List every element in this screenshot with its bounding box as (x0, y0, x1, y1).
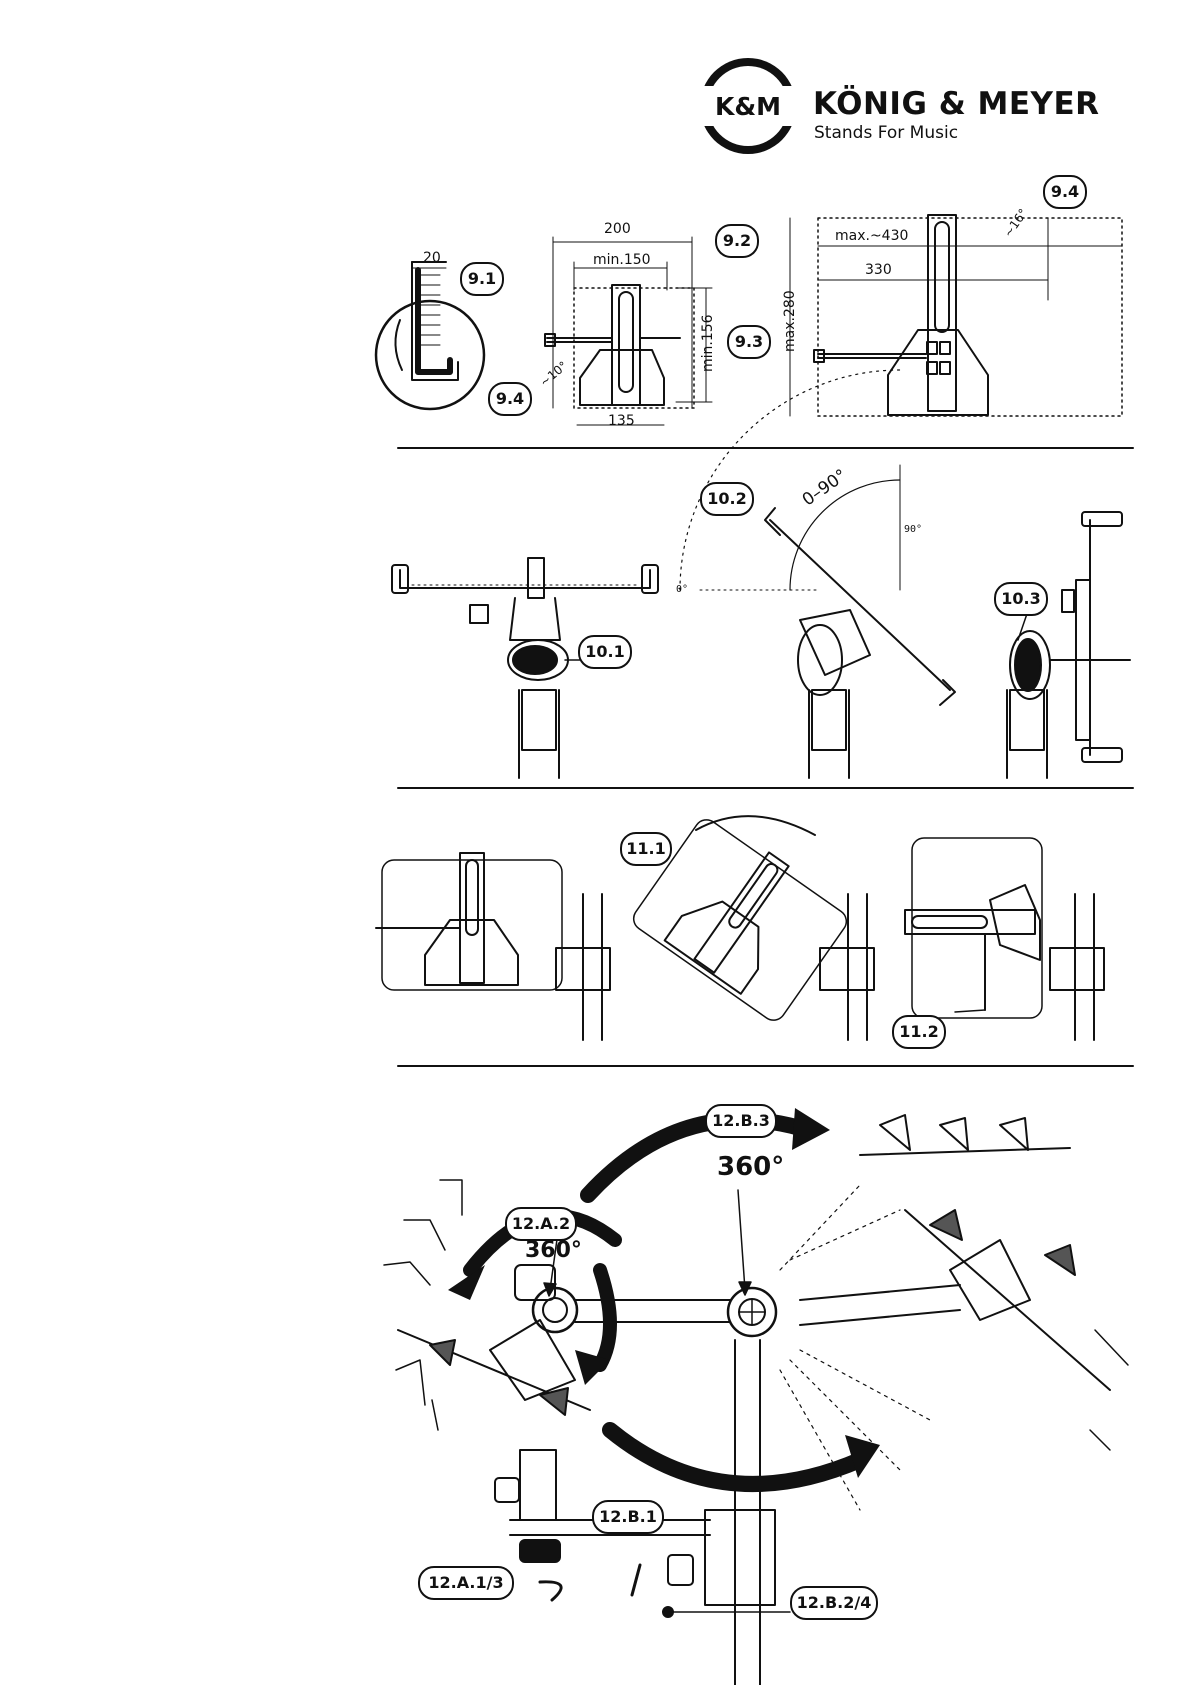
dim-max280: max.280 (782, 290, 798, 352)
rotation-360-b: 360° (525, 1238, 582, 1263)
ghost-levers (384, 1180, 1128, 1450)
callout-11-2: 11.2 (892, 1015, 946, 1049)
callout-9-1: 9.1 (460, 262, 504, 296)
callout-9-2: 9.2 (715, 224, 759, 258)
callout-12-A-2: 12.A.2 (505, 1207, 577, 1241)
callout-10-2: 10.2 (700, 482, 754, 516)
dim-330: 330 (865, 262, 892, 278)
angle-zero: 0° (676, 584, 688, 595)
callout-12-B-1: 12.B.1 (592, 1500, 664, 1534)
callout-11-1: 11.1 (620, 832, 672, 866)
callout-leaders (544, 605, 1030, 1612)
callout-12-A-1-3: 12.A.1/3 (418, 1566, 514, 1600)
holder-large-front-view (790, 215, 1122, 416)
callout-10-1: 10.1 (578, 635, 632, 669)
rotation-arrowhead (792, 1108, 830, 1150)
dim-min150: min.150 (593, 252, 651, 268)
holder-left-rotated (398, 1265, 590, 1415)
holder-vertical-view (1007, 512, 1130, 778)
dim-200: 200 (604, 221, 631, 237)
dim-20: 20 (423, 250, 441, 266)
dim-max430: max.~430 (835, 228, 908, 244)
dim-135: 135 (608, 413, 635, 429)
rotation-360-a: 360° (717, 1152, 784, 1182)
angle-ninety: 90° (904, 524, 922, 535)
dim-min156: min.156 (700, 314, 716, 372)
callout-12-B-3: 12.B.3 (705, 1104, 777, 1138)
callout-12-B-2-4: 12.B.2/4 (790, 1586, 878, 1620)
callout-9-4-left: 9.4 (488, 382, 532, 416)
tablet-landscape-view (905, 838, 1104, 1040)
callout-10-3: 10.3 (994, 582, 1048, 616)
callout-9-3: 9.3 (727, 325, 771, 359)
holder-tilt-view (680, 370, 955, 778)
tablet-portrait-view (376, 853, 610, 1040)
holder-right-rotated (860, 1115, 1110, 1390)
callout-9-4-right: 9.4 (1043, 175, 1087, 209)
